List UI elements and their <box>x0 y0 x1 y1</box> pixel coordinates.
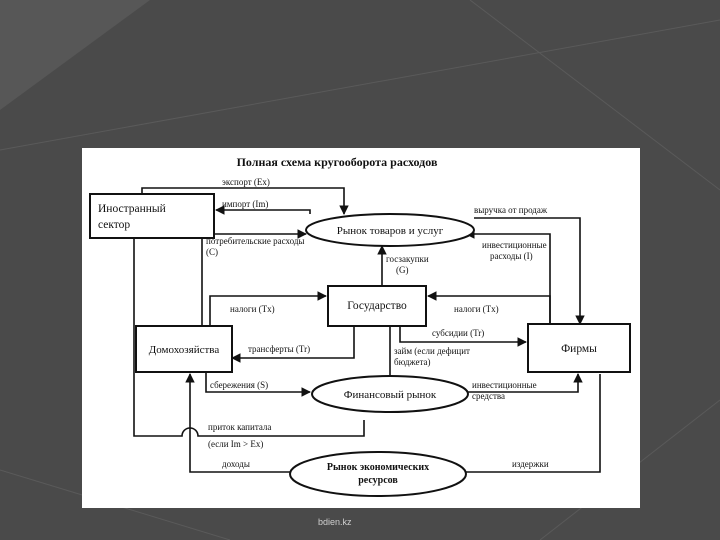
diagram-title: Полная схема кругооборота расходов <box>237 155 438 169</box>
foreign-sector-line2: сектор <box>98 219 130 231</box>
label-capital-inflow-1: приток капитала <box>208 422 271 432</box>
arrow-savings <box>205 372 311 397</box>
label-investment-spending-2: расходы (I) <box>490 251 533 261</box>
flow-labels: экспорт (Ex) импорт (Im) выручка от прод… <box>206 177 549 469</box>
label-capital-inflow-2: (если Im > Ex) <box>208 439 263 449</box>
label-investment-funds-2: средства <box>472 391 505 401</box>
arrow-import <box>215 205 311 215</box>
label-consumer-spending-1: потребительские расходы <box>206 236 304 246</box>
goods-market-label: Рынок товаров и услуг <box>337 225 444 237</box>
node-resource-market: Рынок экономических ресурсов <box>289 451 467 497</box>
label-loans-1: займ (если дефицит <box>394 346 470 356</box>
arrow-export <box>141 187 349 215</box>
label-consumer-spending-2: (C) <box>206 247 218 257</box>
arrow-income <box>185 373 304 473</box>
circular-flow-diagram: Полная схема кругооборота расходов <box>89 155 631 497</box>
diagram-panel: Полная схема кругооборота расходов <box>82 148 640 508</box>
label-gov-purchases-1: госзакупки <box>386 254 429 264</box>
node-firms: Фирмы <box>527 323 631 373</box>
watermark: bdien.kz <box>318 517 352 527</box>
label-loans-2: бюджета) <box>394 357 431 367</box>
arrow-taxes-firms <box>427 291 551 324</box>
label-costs: издержки <box>512 459 549 469</box>
node-foreign-sector: Иностранный сектор <box>89 193 215 239</box>
label-import: импорт (Im) <box>222 199 268 209</box>
arrow-revenue <box>474 217 585 325</box>
label-subsidies: субсидии (Tr) <box>432 328 484 338</box>
label-transfers: трансферты (Tr) <box>248 344 310 354</box>
arrow-investment-funds <box>468 373 583 393</box>
arrow-costs <box>451 374 601 477</box>
resource-market-line1: Рынок экономических <box>327 462 429 473</box>
label-gov-purchases-2: (G) <box>396 265 409 275</box>
label-investment-spending-1: инвестиционные <box>482 240 547 250</box>
label-revenue: выручка от продаж <box>474 205 548 215</box>
foreign-sector-line1: Иностранный <box>98 203 166 215</box>
government-label: Государство <box>347 300 407 312</box>
label-taxes-firms: налоги (Tx) <box>454 304 499 314</box>
arrow-taxes-households <box>209 291 327 326</box>
label-savings: сбережения (S) <box>210 380 268 390</box>
node-government: Государство <box>327 285 427 327</box>
node-goods-market: Рынок товаров и услуг <box>305 213 475 247</box>
label-taxes-households: налоги (Tx) <box>230 304 275 314</box>
label-investment-funds-1: инвестиционные <box>472 380 537 390</box>
arrow-investment-spending <box>465 229 551 324</box>
households-label: Домохозяйства <box>149 344 220 356</box>
node-households: Домохозяйства <box>135 325 233 373</box>
firms-label: Фирмы <box>561 343 597 355</box>
node-financial-market: Финансовый рынок <box>311 375 469 413</box>
label-export: экспорт (Ex) <box>222 177 270 187</box>
financial-market-label: Финансовый рынок <box>344 389 437 401</box>
resource-market-line2: ресурсов <box>358 475 398 486</box>
label-income: доходы <box>222 459 250 469</box>
